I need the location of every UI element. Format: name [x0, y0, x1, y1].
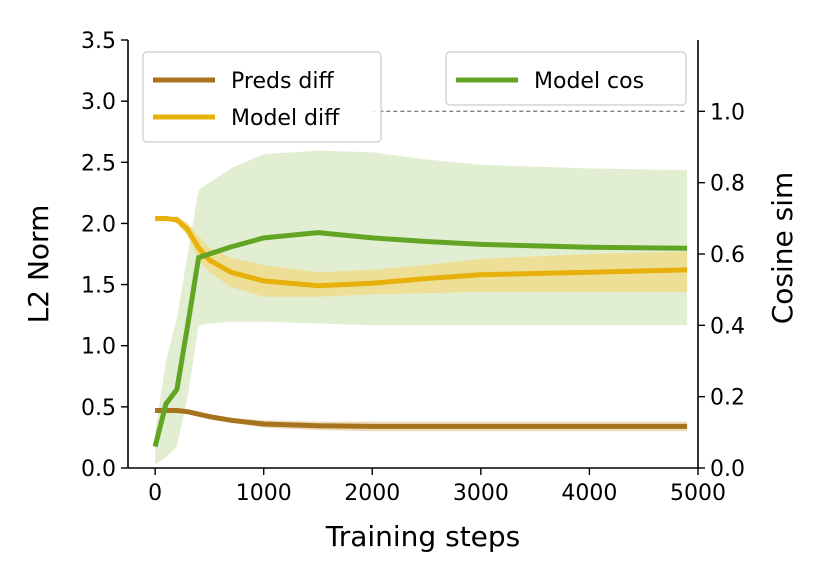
y-right-tick-label: 0.4	[710, 314, 745, 339]
legend-label: Preds diff	[231, 69, 334, 94]
x-axis-title: Training steps	[325, 520, 521, 553]
y-left-tick-label: 1.5	[81, 274, 116, 299]
band-model-diff	[155, 216, 688, 297]
x-tick-label: 5000	[670, 481, 726, 506]
y-axis-left-title: L2 Norm	[22, 205, 55, 324]
y-left-tick-label: 1.0	[81, 335, 116, 360]
legend-label: Model diff	[231, 106, 340, 131]
legend-label: Model cos	[534, 69, 644, 94]
y-left-tick-label: 2.0	[81, 212, 116, 237]
y-left-tick-label: 2.5	[81, 151, 116, 176]
y-left-tick-label: 0.5	[81, 396, 116, 421]
line-model-cos	[152, 230, 688, 448]
series-lines	[152, 216, 688, 448]
x-tick-label: 1000	[236, 481, 292, 506]
y-right-tick-label: 0.0	[710, 457, 745, 482]
legend-right: Model cos	[445, 51, 687, 106]
y-left-tick-label: 3.0	[81, 90, 116, 115]
confidence-bands	[155, 150, 688, 465]
y-right-tick-label: 0.6	[710, 243, 745, 268]
x-tick-label: 0	[148, 481, 162, 506]
line-model-diff	[155, 216, 688, 289]
y-right-tick-label: 1.0	[710, 100, 745, 125]
legend-frame	[445, 51, 687, 106]
y-axis-right-title: Cosine sim	[766, 172, 799, 325]
y-left-tick-label: 0.0	[81, 457, 116, 482]
line-preds-diff	[155, 408, 688, 429]
y-left-tick-label: 3.5	[81, 29, 116, 54]
y-right-tick-label: 0.8	[710, 172, 745, 197]
x-tick-label: 4000	[561, 481, 617, 506]
x-tick-label: 3000	[453, 481, 509, 506]
band-model-cos	[155, 150, 688, 465]
x-tick-label: 2000	[344, 481, 400, 506]
y-right-tick-label: 0.2	[710, 386, 745, 411]
